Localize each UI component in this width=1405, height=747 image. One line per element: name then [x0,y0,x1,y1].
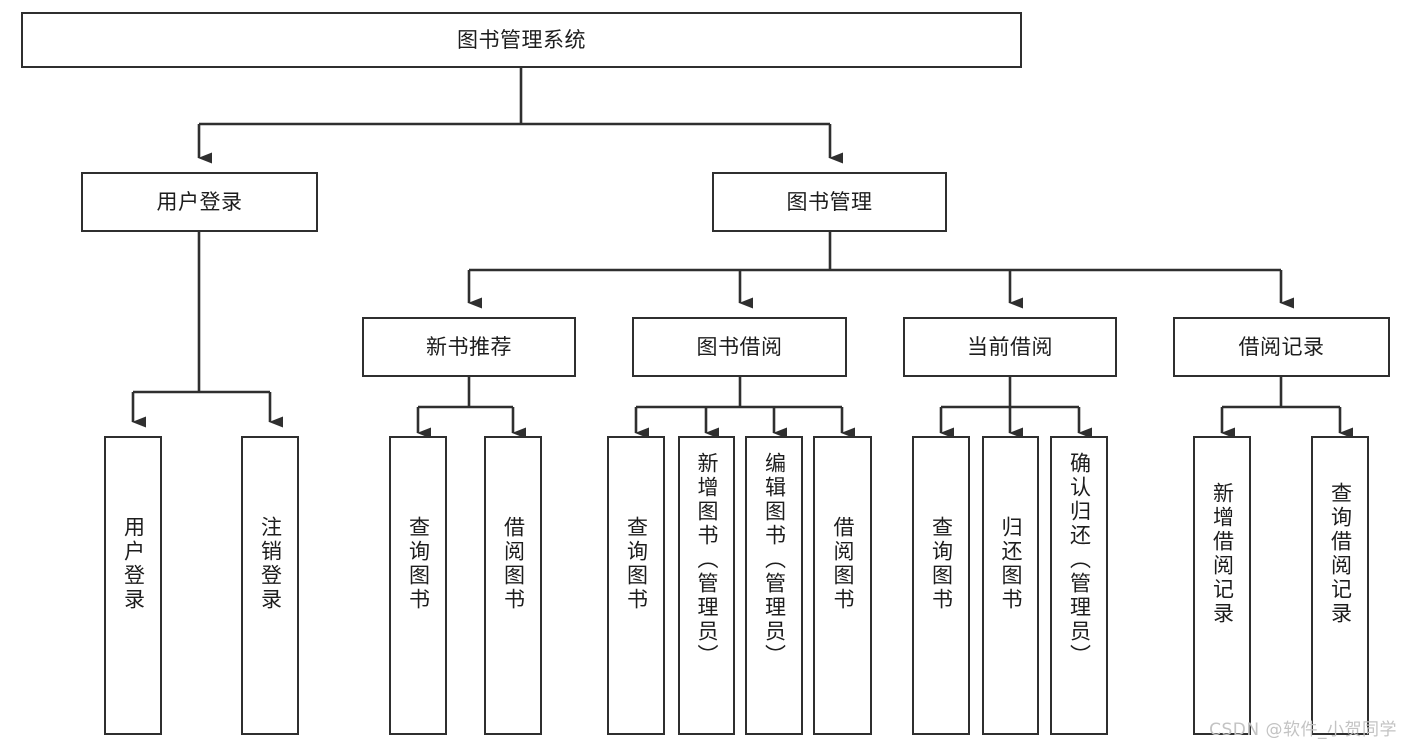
node-label: 查询借阅记录 [1328,482,1353,626]
node-label: 查询图书 [406,516,431,612]
node-label: 新增图书（管理员） [695,452,719,668]
node-label: 新增借阅记录 [1210,482,1235,626]
node-leaf-return-book[interactable]: 归还图书 [982,436,1039,735]
node-leaf-borrow-book[interactable]: 借阅图书 [813,436,872,735]
node-leaf-add-book-admin[interactable]: 新增图书（管理员） [678,436,735,735]
node-leaf-edit-book-admin[interactable]: 编辑图书（管理员） [745,436,803,735]
node-leaf-borrow-book-recommend[interactable]: 借阅图书 [484,436,542,735]
node-book-management[interactable]: 图书管理 [712,172,947,232]
node-label: 注销登录 [258,516,283,612]
node-label: 图书借阅 [696,334,783,359]
node-leaf-confirm-return-admin[interactable]: 确认归还（管理员） [1050,436,1108,735]
node-label: 确认归还（管理员） [1067,452,1092,668]
node-user-login[interactable]: 用户登录 [81,172,318,232]
node-label: 图书管理 [786,189,873,214]
node-borrow-record[interactable]: 借阅记录 [1173,317,1390,377]
node-label: 查询图书 [929,516,954,612]
node-leaf-query-book-borrow[interactable]: 查询图书 [607,436,665,735]
node-label: 借阅记录 [1238,334,1325,359]
csdn-watermark: CSDN @软件_小贺同学 [1209,720,1397,740]
node-label: 借阅图书 [501,516,526,612]
node-label: 编辑图书（管理员） [762,452,787,668]
node-label: 用户登录 [156,189,243,214]
node-book-borrow[interactable]: 图书借阅 [632,317,847,377]
node-label: 用户登录 [121,516,146,612]
node-new-book-recommend[interactable]: 新书推荐 [362,317,576,377]
node-label: 借阅图书 [831,516,855,612]
node-root-book-management-system[interactable]: 图书管理系统 [21,12,1022,68]
node-leaf-add-borrow-record[interactable]: 新增借阅记录 [1193,436,1251,735]
node-leaf-query-book-recommend[interactable]: 查询图书 [389,436,447,735]
node-label: 图书管理系统 [457,27,586,52]
node-leaf-query-borrow-record[interactable]: 查询借阅记录 [1311,436,1369,735]
node-label: 新书推荐 [426,334,512,359]
node-leaf-query-book-current[interactable]: 查询图书 [912,436,970,735]
node-leaf-logout-login[interactable]: 注销登录 [241,436,299,735]
node-label: 查询图书 [624,516,649,612]
node-label: 归还图书 [999,516,1023,612]
node-leaf-user-login[interactable]: 用户登录 [104,436,162,735]
node-current-borrow[interactable]: 当前借阅 [903,317,1117,377]
node-label: 当前借阅 [967,334,1053,359]
